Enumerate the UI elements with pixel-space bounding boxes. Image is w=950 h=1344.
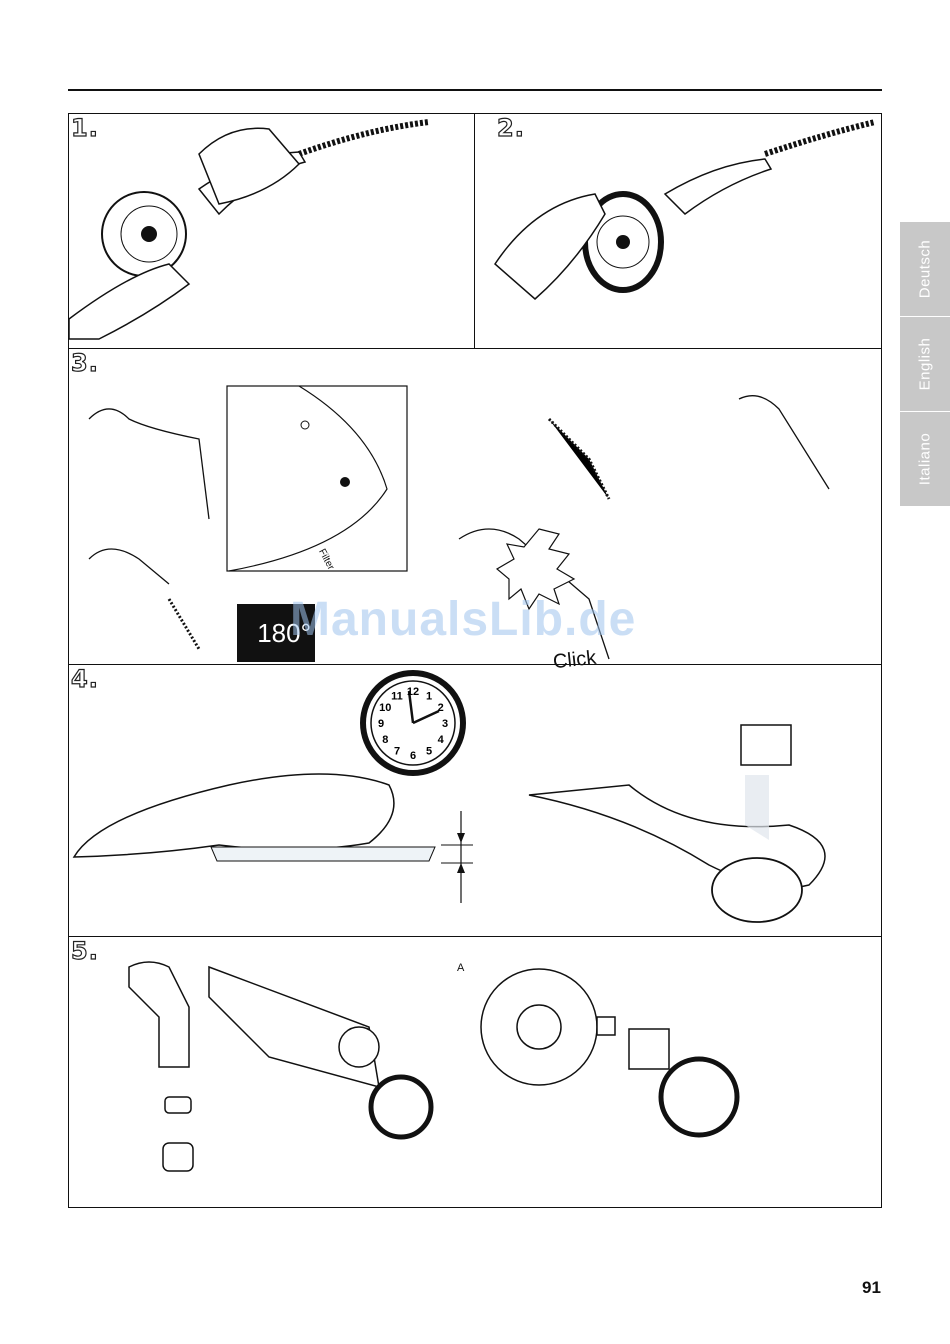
hand-shower-remove-illustration: [69, 114, 475, 349]
clock-numeral: 6: [410, 750, 416, 762]
panel-step-5: 5.: [69, 937, 881, 1207]
clock-numeral: 5: [426, 746, 432, 758]
clock-numeral: 3: [442, 718, 448, 730]
clock-numeral: 1: [426, 690, 432, 702]
tab-deutsch[interactable]: Deutsch: [900, 222, 950, 317]
clock-numeral: 4: [438, 734, 445, 746]
clock-numeral: 7: [394, 746, 400, 758]
clock-numeral: 9: [378, 718, 384, 730]
head-twist-illustration: [475, 114, 881, 349]
clock-numeral: 11: [391, 690, 403, 702]
language-tabs: Deutsch English Italiano: [900, 222, 950, 506]
clock-numeral: 8: [382, 734, 388, 746]
valve-filter-illustration: [69, 937, 881, 1207]
panel-step-2: 2.: [475, 114, 881, 349]
watermark: ManualsLib.de: [290, 592, 636, 647]
clock-numeral: 12: [407, 686, 419, 698]
clock-numeral: 2: [438, 702, 444, 714]
illustration-frame: 1. 2. 3.: [68, 113, 882, 1208]
tab-english[interactable]: English: [900, 317, 950, 412]
panel-step-1: 1.: [69, 114, 475, 349]
page-number: 91: [862, 1278, 881, 1298]
clock-numeral: 10: [379, 702, 391, 714]
top-rule: [68, 89, 882, 91]
tab-italiano[interactable]: Italiano: [900, 412, 950, 507]
